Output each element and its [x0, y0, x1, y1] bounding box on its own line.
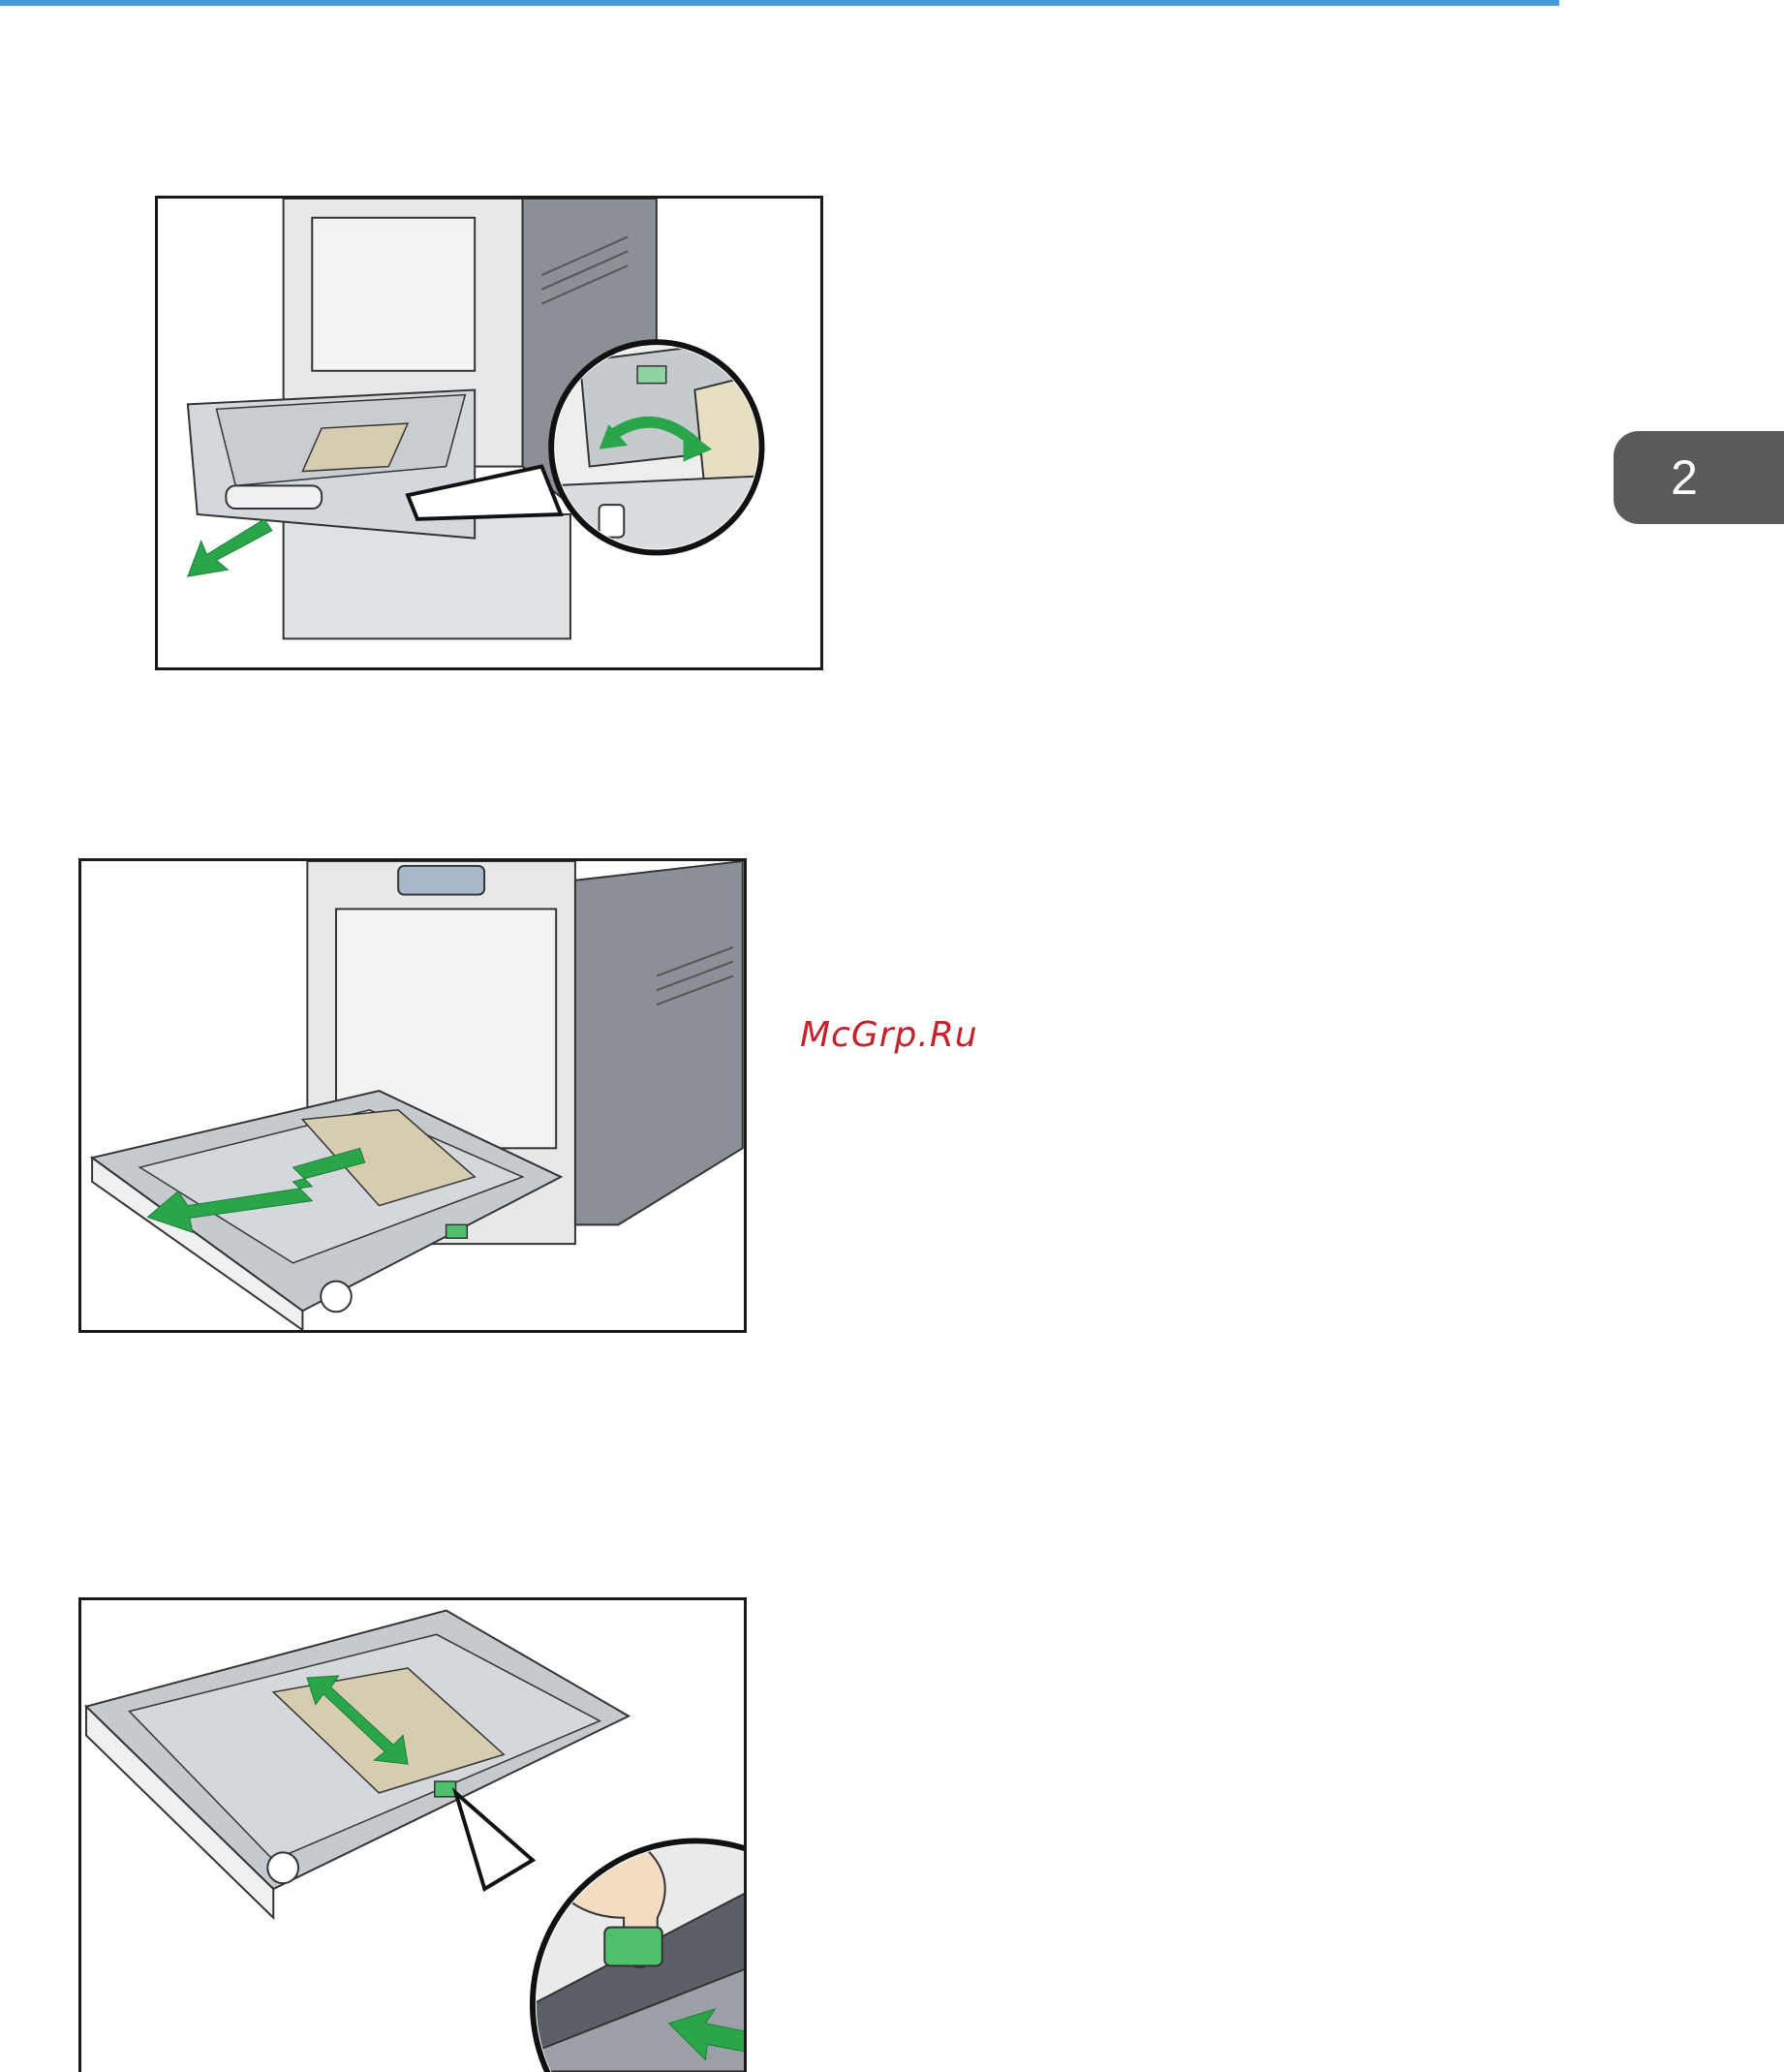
- arrow-out-icon: [188, 519, 272, 576]
- figure-tray-pull-out: [155, 196, 823, 670]
- watermark: McGrp.Ru: [800, 1015, 978, 1055]
- chapter-number: 2: [1671, 449, 1698, 506]
- figure-tray-extend: [78, 858, 747, 1333]
- header-accent-rule: [0, 0, 1559, 6]
- printer-illustration-1: [158, 199, 820, 667]
- figure-side-guide: [78, 1597, 747, 2072]
- printer-illustration-3: [81, 1600, 744, 2072]
- printer-illustration-2: [81, 861, 744, 1330]
- chapter-tab[interactable]: 2: [1614, 431, 1784, 524]
